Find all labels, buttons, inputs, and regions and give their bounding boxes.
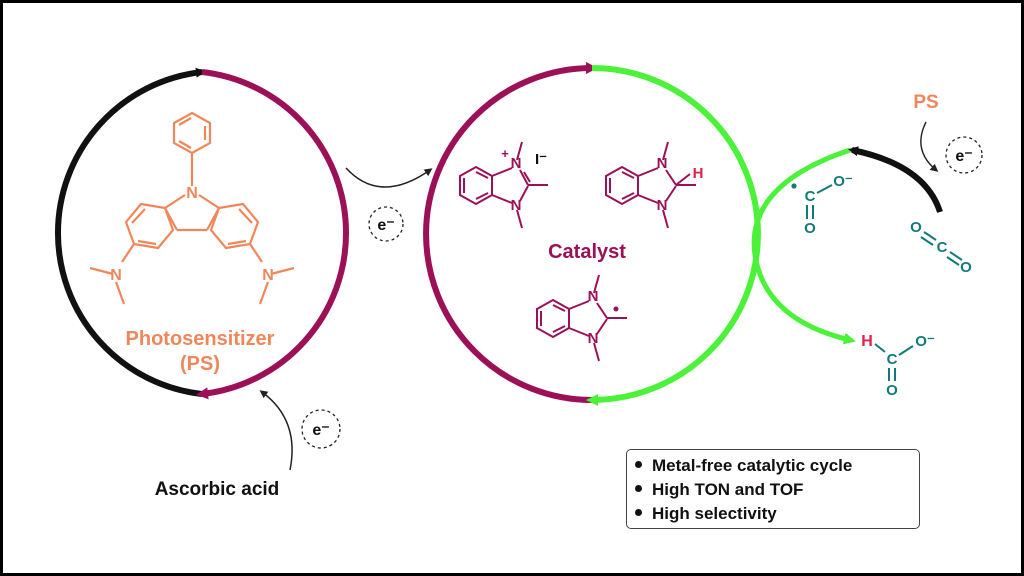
cat3-n-bottom: N xyxy=(588,330,599,347)
ps-n-center: N xyxy=(186,185,198,202)
co2-o1: O xyxy=(910,219,922,236)
ascorbic-acid-arrow: e⁻ Ascorbic acid xyxy=(155,390,341,500)
green-branch-arc xyxy=(751,147,856,345)
catalyst-structure-1: N + I⁻ N xyxy=(459,141,548,229)
cat1-plus: + xyxy=(501,146,509,161)
photosensitizer-atoms: N N N Photosensitizer (PS) xyxy=(110,185,274,375)
formate-product: H C O⁻ O xyxy=(861,333,935,399)
cat2-h: H xyxy=(693,165,704,182)
ps-right-ring xyxy=(209,202,260,250)
co2-c: C xyxy=(937,239,948,256)
catalyst-structure-2: N H N xyxy=(605,141,704,229)
electron-bubble-middle xyxy=(368,206,404,242)
cat3-n-top: N xyxy=(588,288,599,305)
catalyst-cycle xyxy=(423,62,761,406)
electron-label-middle: e⁻ xyxy=(377,217,394,234)
photosensitizer-label: Photosensitizer xyxy=(126,328,275,350)
ps-cycle-black-arc xyxy=(55,67,206,397)
features-box: Metal-free catalytic cycle High TON and … xyxy=(626,449,920,529)
co2-radical-anion: C O⁻ O xyxy=(791,173,853,237)
electron-label-right: e⁻ xyxy=(955,148,972,165)
electron-label-bottom: e⁻ xyxy=(312,422,329,439)
ps-electron-arrow xyxy=(920,121,939,172)
ascorbic-acid-label: Ascorbic acid xyxy=(155,479,280,500)
cat3-radical-dot xyxy=(613,306,619,312)
co2-radical-o-minus: O⁻ xyxy=(833,173,853,190)
feature-text: High selectivity xyxy=(652,504,777,523)
ps-abbrev-label: (PS) xyxy=(180,353,220,375)
ps-cycle xyxy=(55,67,349,400)
electron-bubble-bottom xyxy=(301,409,341,449)
photosensitizer-structure xyxy=(89,111,295,305)
ps-n-left: N xyxy=(110,267,122,284)
cat2-n-bottom: N xyxy=(657,197,668,214)
cat1-n-bottom: N xyxy=(511,197,522,214)
ps-n-right: N xyxy=(262,267,274,284)
cat1-n-top: N xyxy=(511,155,522,172)
cat1-iodide: I⁻ xyxy=(535,151,547,168)
co2-radical-o: O xyxy=(804,220,816,237)
electron-transfer-arrow: e⁻ xyxy=(345,167,433,242)
catalyst-structure-3: N N xyxy=(536,274,627,362)
catalyst-cycle-maroon-arc xyxy=(423,62,598,403)
catalyst-label: Catalyst xyxy=(548,241,626,263)
bullet-dot xyxy=(635,461,642,469)
electron-bubble-right xyxy=(945,136,983,174)
formate-h: H xyxy=(861,333,873,350)
feature-item: High TON and TOF xyxy=(635,478,919,502)
feature-item: High selectivity xyxy=(635,502,919,526)
feature-text: Metal-free catalytic cycle xyxy=(652,456,853,475)
feature-text: High TON and TOF xyxy=(652,480,804,499)
ps-cycle-maroon-arc xyxy=(196,69,349,400)
formate-c: C xyxy=(887,351,898,368)
bullet-dot xyxy=(635,509,642,517)
co2-radical-c: C xyxy=(805,188,816,205)
ps-right-label: PS xyxy=(913,92,938,113)
catalyst-cycle-green-arc xyxy=(586,65,761,406)
co2-reduction-branch: e⁻ PS xyxy=(751,92,983,345)
formate-o-minus: O⁻ xyxy=(915,333,935,350)
black-co2-arrow xyxy=(848,146,943,213)
bullet-dot xyxy=(635,485,642,493)
feature-item: Metal-free catalytic cycle xyxy=(635,454,919,478)
cat2-n-top: N xyxy=(657,155,668,172)
ps-left-ring xyxy=(124,202,175,250)
co2-o2: O xyxy=(960,259,972,276)
formate-o: O xyxy=(886,382,898,399)
co2-molecule: O C O xyxy=(910,219,972,276)
